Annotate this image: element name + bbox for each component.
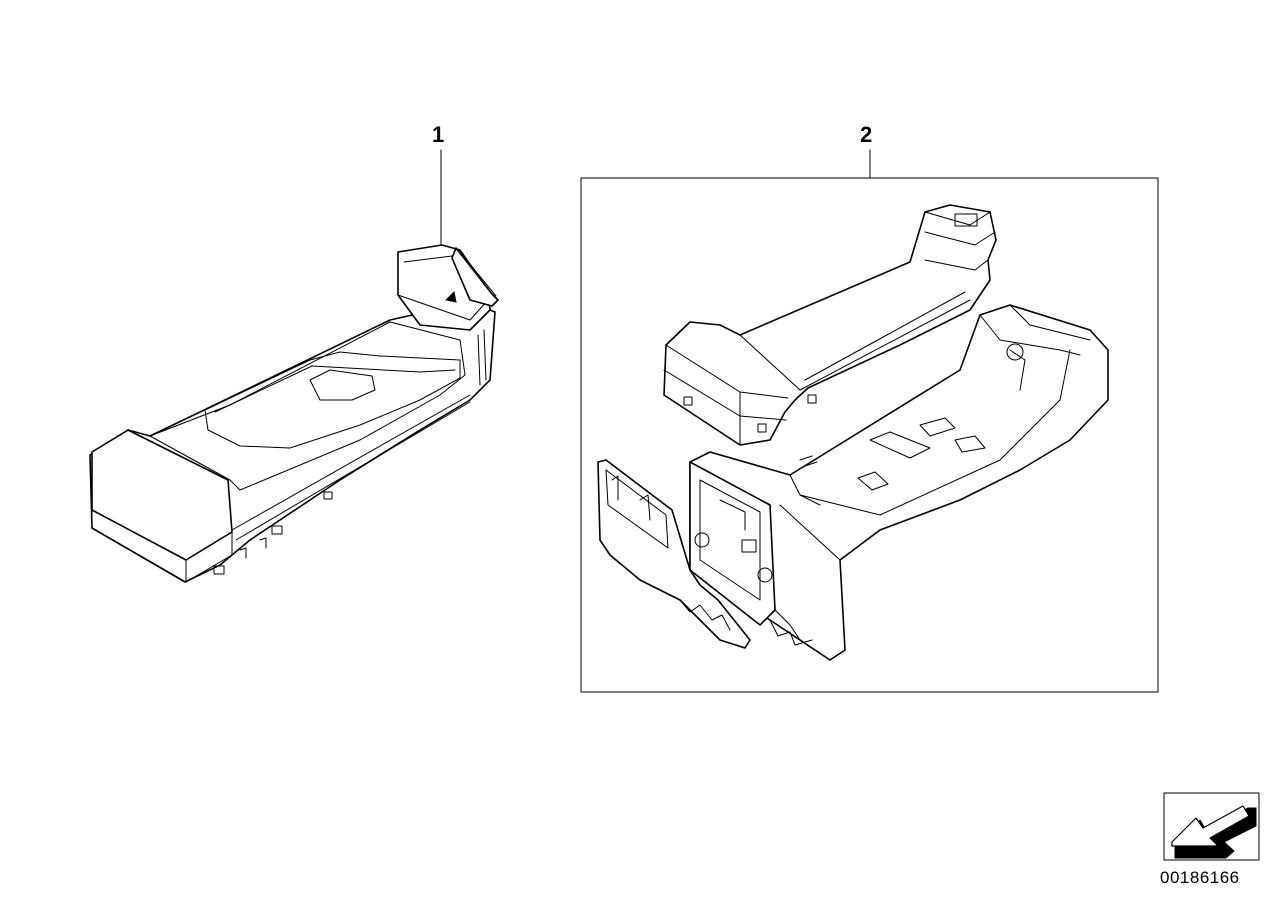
part-1-adapter (89, 149, 499, 583)
orientation-arrow-box (1163, 792, 1260, 861)
part-2-assembly (580, 149, 1159, 693)
arrow-down-left-icon (1171, 805, 1257, 859)
callout-part-2: 2 (860, 122, 873, 147)
diagram-id-number: 00186166 (1160, 868, 1240, 887)
part-2-frame (580, 177, 1159, 693)
callout-part-1: 1 (432, 122, 445, 147)
